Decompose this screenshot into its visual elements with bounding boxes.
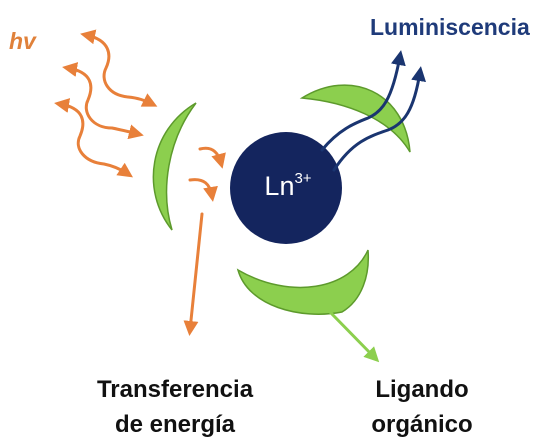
- energy-transfer-pointer: [183, 212, 204, 336]
- transfer-curve-arrow: [188, 178, 218, 202]
- light-wave-arrow: [80, 29, 158, 107]
- ligand-crescent-top-right: [299, 84, 411, 153]
- emission-arrow: [332, 66, 427, 172]
- transfer-curve-arrow: [198, 146, 226, 169]
- ion-symbol: Ln: [264, 171, 295, 201]
- organic-ligand-label-line1: Ligando: [375, 376, 469, 403]
- lanthanide-ion-label: Ln3+: [258, 170, 318, 202]
- incident-light-arrows: [54, 29, 158, 178]
- photon-label: hv: [9, 28, 36, 54]
- organic-ligand-label: Ligando orgánico: [352, 372, 492, 442]
- lanthanide-ion: [230, 132, 342, 244]
- luminescence-label: Luminiscencia: [370, 14, 530, 40]
- energy-transfer-label-line2: de energía: [114, 411, 236, 438]
- luminescence-arrows: [320, 50, 427, 172]
- energy-transfer-label: Transferencia de energía: [80, 372, 270, 442]
- energy-transfer-label-line1: Transferencia: [96, 376, 254, 403]
- energy-transfer-arrows: [188, 146, 226, 202]
- ligand-crescent-bottom: [236, 249, 370, 315]
- light-wave-arrow: [54, 98, 133, 178]
- ligand-pointer: [328, 310, 380, 363]
- organic-ligand-label-line2: orgánico: [371, 411, 473, 438]
- ion-charge: 3+: [294, 170, 312, 187]
- ligand-crescent-left: [152, 102, 197, 231]
- organic-ligands: [152, 84, 411, 315]
- emission-arrow: [320, 50, 406, 152]
